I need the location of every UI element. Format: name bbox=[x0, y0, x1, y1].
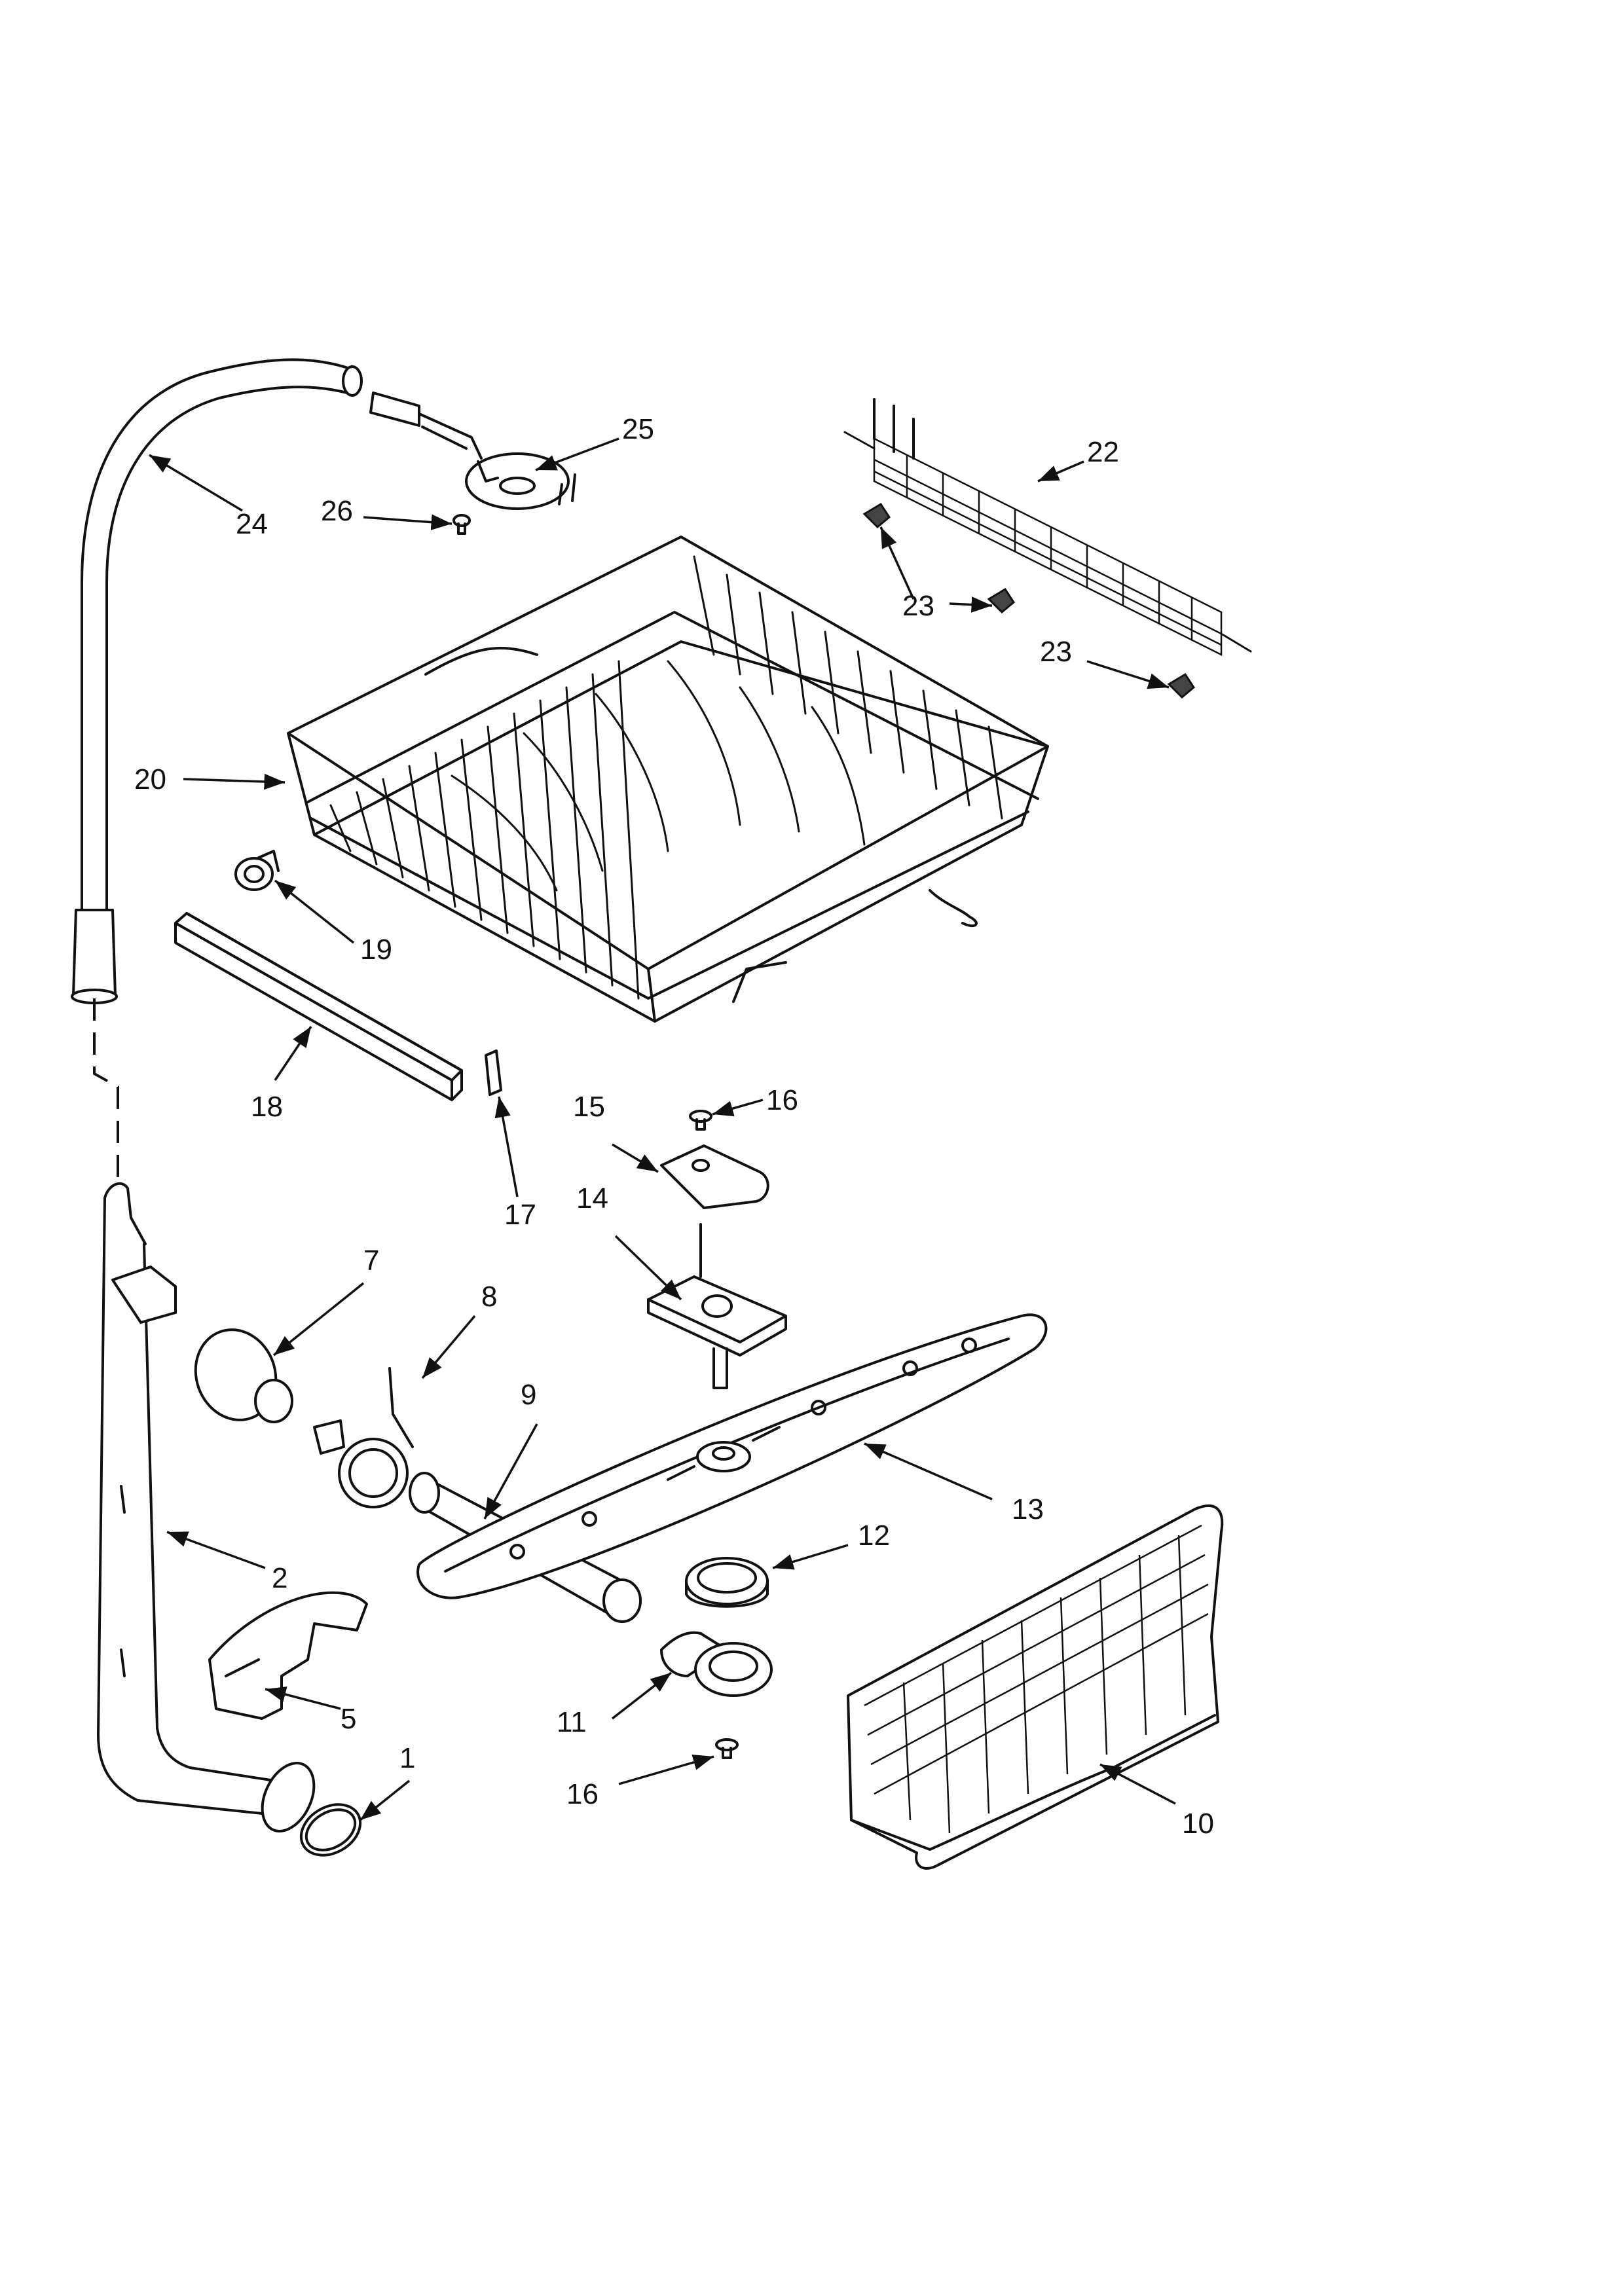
callout-20: 20 bbox=[134, 763, 166, 795]
part-1-o-ring bbox=[299, 1803, 362, 1857]
callout-15: 15 bbox=[573, 1091, 605, 1123]
callout-24: 24 bbox=[236, 508, 268, 540]
callout-13: 13 bbox=[1012, 1493, 1044, 1525]
part-23-rack-clips bbox=[862, 502, 1195, 699]
part-2-spray-manifold bbox=[97, 1182, 316, 1832]
callout-23-first: 23 bbox=[902, 590, 934, 622]
callout-1: 1 bbox=[399, 1742, 415, 1774]
callout-17: 17 bbox=[504, 1199, 536, 1231]
part-8-clamp bbox=[313, 1367, 414, 1508]
part-14-spray-arm-mount bbox=[647, 1223, 787, 1389]
callout-8: 8 bbox=[481, 1281, 497, 1313]
callout-12: 12 bbox=[858, 1520, 890, 1552]
part-15-spray-head bbox=[660, 1144, 769, 1209]
callout-19: 19 bbox=[360, 934, 392, 966]
callout-23-second: 23 bbox=[1040, 636, 1072, 668]
callout-10: 10 bbox=[1182, 1808, 1214, 1840]
part-11-hub bbox=[660, 1631, 773, 1697]
part-20-upper-dish-rack bbox=[287, 536, 1049, 1023]
part-10-filter-basket bbox=[847, 1504, 1224, 1870]
callout-16-lower: 16 bbox=[566, 1778, 599, 1810]
leader-lines bbox=[149, 437, 1176, 1821]
part-9-feed-tube bbox=[409, 1472, 642, 1623]
callout-18: 18 bbox=[251, 1091, 283, 1123]
callout-25: 25 bbox=[622, 413, 654, 445]
part-12-bearing-ring bbox=[685, 1557, 769, 1608]
part-5-bracket bbox=[208, 1591, 368, 1720]
part-25-nozzle-assembly bbox=[369, 392, 576, 510]
callout-9: 9 bbox=[521, 1379, 536, 1411]
part-13-spray-arm bbox=[416, 1313, 1048, 1599]
callout-26: 26 bbox=[321, 495, 353, 527]
callout-2: 2 bbox=[272, 1562, 287, 1594]
callout-22: 22 bbox=[1087, 436, 1119, 468]
callout-16-upper: 16 bbox=[766, 1084, 798, 1116]
callout-14: 14 bbox=[576, 1182, 608, 1214]
part-26-screw bbox=[452, 514, 471, 535]
callout-labels: 24 26 25 22 23 23 20 19 18 17 15 16 14 7… bbox=[134, 413, 1214, 1840]
part-17-rail-stop bbox=[485, 1049, 502, 1096]
part-18-rack-rail bbox=[174, 912, 463, 1101]
callout-11: 11 bbox=[557, 1706, 587, 1738]
callout-5: 5 bbox=[341, 1703, 356, 1735]
callout-7: 7 bbox=[363, 1245, 379, 1277]
connection-dashed-line bbox=[93, 998, 119, 1178]
part-22-rack-track bbox=[843, 398, 1252, 657]
part-7-seal bbox=[194, 1328, 293, 1423]
part-16-screws bbox=[689, 1110, 739, 1759]
part-24-upper-feed-tube bbox=[71, 358, 363, 1004]
part-19-rack-wheel bbox=[234, 850, 280, 891]
